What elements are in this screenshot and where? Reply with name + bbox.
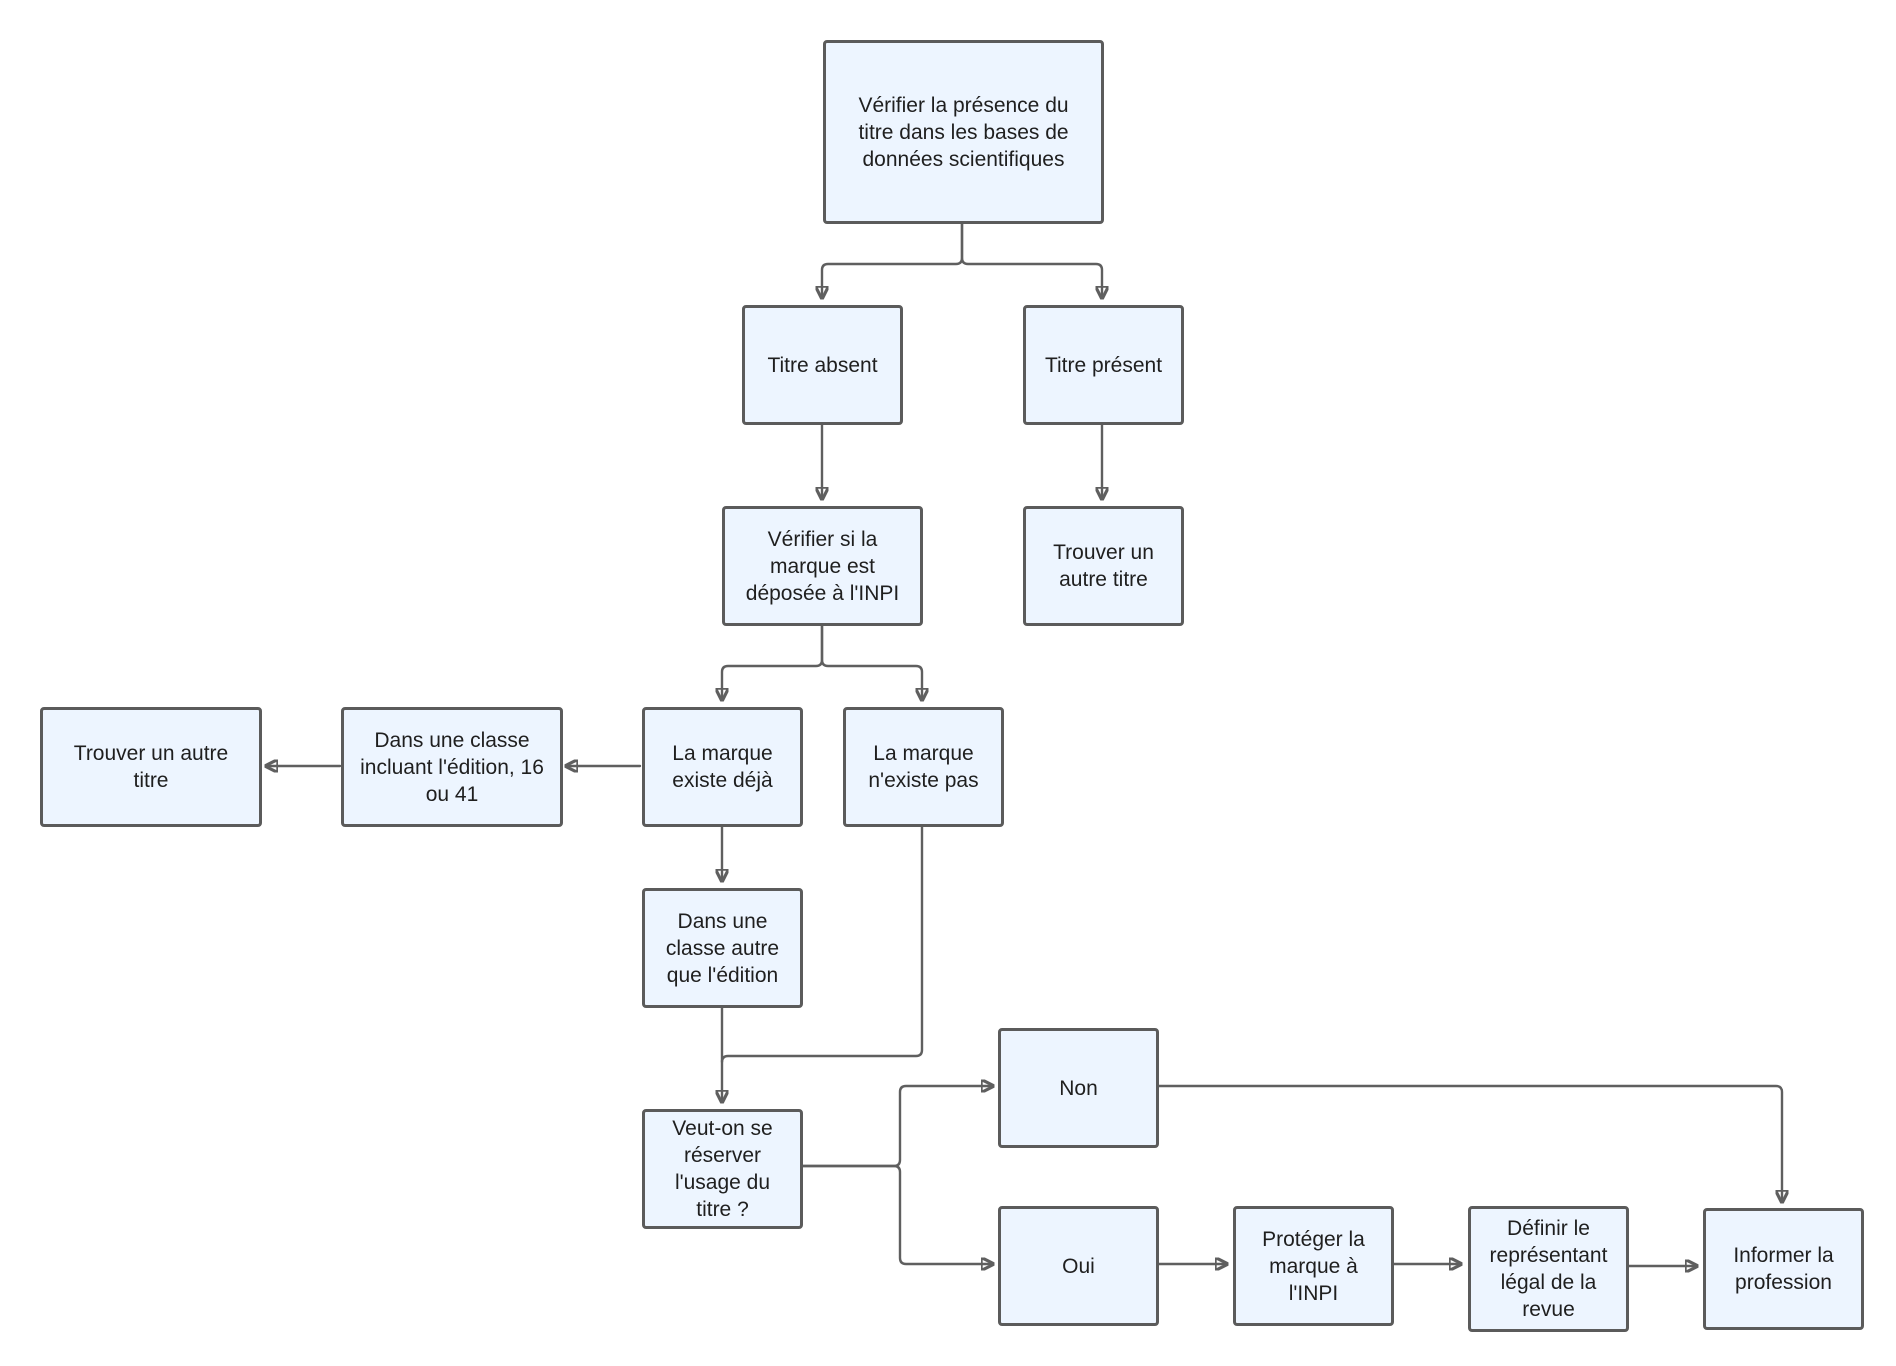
node-class-including-edition-label: Dans une classe incluant l'édition, 16 o… [360,728,544,806]
node-find-other-title-1-label: Trouver un autre titre [1053,541,1154,591]
node-title-absent-label: Titre absent [767,353,878,377]
node-yes: Oui [998,1206,1159,1326]
node-verify-title: Vérifier la présence du titre dans les b… [823,40,1104,224]
node-brand-not-exists-label: La marque n'existe pas [868,742,979,792]
node-find-other-title-2: Trouver un autre titre [40,707,262,827]
node-no: Non [998,1028,1159,1148]
edge-brand-not-exists-to-reserve-usage [720,824,924,1064]
node-inform-profession-label: Informer la profession [1733,1244,1834,1294]
node-yes-label: Oui [1062,1254,1095,1278]
node-class-including-edition: Dans une classe incluant l'édition, 16 o… [341,707,563,827]
node-protect-brand: Protéger la marque à l'INPI [1233,1206,1394,1326]
node-brand-exists: La marque existe déjà [642,707,803,827]
node-title-absent: Titre absent [742,305,903,425]
node-verify-title-label: Vérifier la présence du titre dans les b… [858,93,1069,171]
edge-verify-inpi-to-brand-not-exists [820,622,922,700]
node-brand-not-exists: La marque n'existe pas [843,707,1004,827]
edge-verify-title-to-title-present [960,222,1102,298]
node-title-present: Titre présent [1023,305,1184,425]
node-find-other-title-1: Trouver un autre titre [1023,506,1184,626]
edge-verify-inpi-to-brand-exists [722,622,824,700]
node-brand-exists-label: La marque existe déjà [672,742,773,792]
node-verify-inpi: Vérifier si la marque est déposée à l'IN… [722,506,923,626]
node-inform-profession: Informer la profession [1703,1208,1864,1330]
node-define-legal-rep: Définir le représentant légal de la revu… [1468,1206,1629,1332]
edge-reserve-usage-to-no [800,1086,993,1168]
node-reserve-usage-label: Veut-on se réserver l'usage du titre ? [672,1117,773,1221]
node-class-other-than-edition: Dans une classe autre que l'édition [642,888,803,1008]
node-protect-brand-label: Protéger la marque à l'INPI [1262,1227,1365,1305]
node-verify-inpi-label: Vérifier si la marque est déposée à l'IN… [745,527,900,605]
node-find-other-title-2-label: Trouver un autre titre [73,742,229,792]
node-class-other-than-edition-label: Dans une classe autre que l'édition [665,909,780,987]
edge-no-to-inform-profession [1154,1084,1782,1202]
node-reserve-usage: Veut-on se réserver l'usage du titre ? [642,1109,803,1229]
node-no-label: Non [1059,1076,1098,1100]
node-define-legal-rep-label: Définir le représentant légal de la revu… [1489,1217,1608,1321]
node-title-present-label: Titre présent [1044,353,1163,377]
edge-reserve-usage-to-yes [800,1164,993,1264]
edge-verify-title-to-title-absent [822,222,964,298]
